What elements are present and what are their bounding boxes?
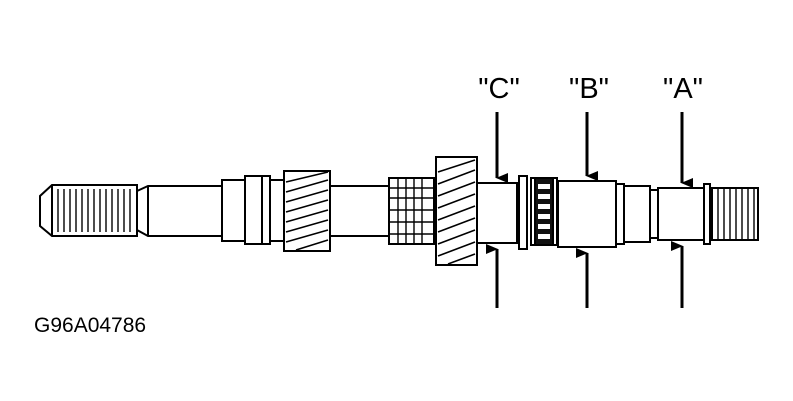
snap-ring [703, 183, 711, 245]
journal-c [476, 182, 518, 244]
second-helical-gear [435, 156, 478, 266]
left-spline-end [39, 184, 138, 237]
right-spline-end [711, 187, 759, 241]
figure-code: G96A04786 [34, 314, 146, 337]
bearing [530, 177, 558, 246]
callout-label-a: "A" [663, 73, 703, 105]
callout-label-c: "C" [478, 73, 520, 105]
journal-a [657, 187, 705, 241]
journal-b [557, 180, 617, 248]
callout-label-b: "B" [569, 73, 609, 105]
synchronizer-hub [388, 177, 435, 245]
thrust-washer [518, 175, 528, 250]
shaft-shoulders [615, 183, 659, 245]
first-helical-gear [283, 170, 331, 252]
shaft-body [136, 175, 393, 245]
